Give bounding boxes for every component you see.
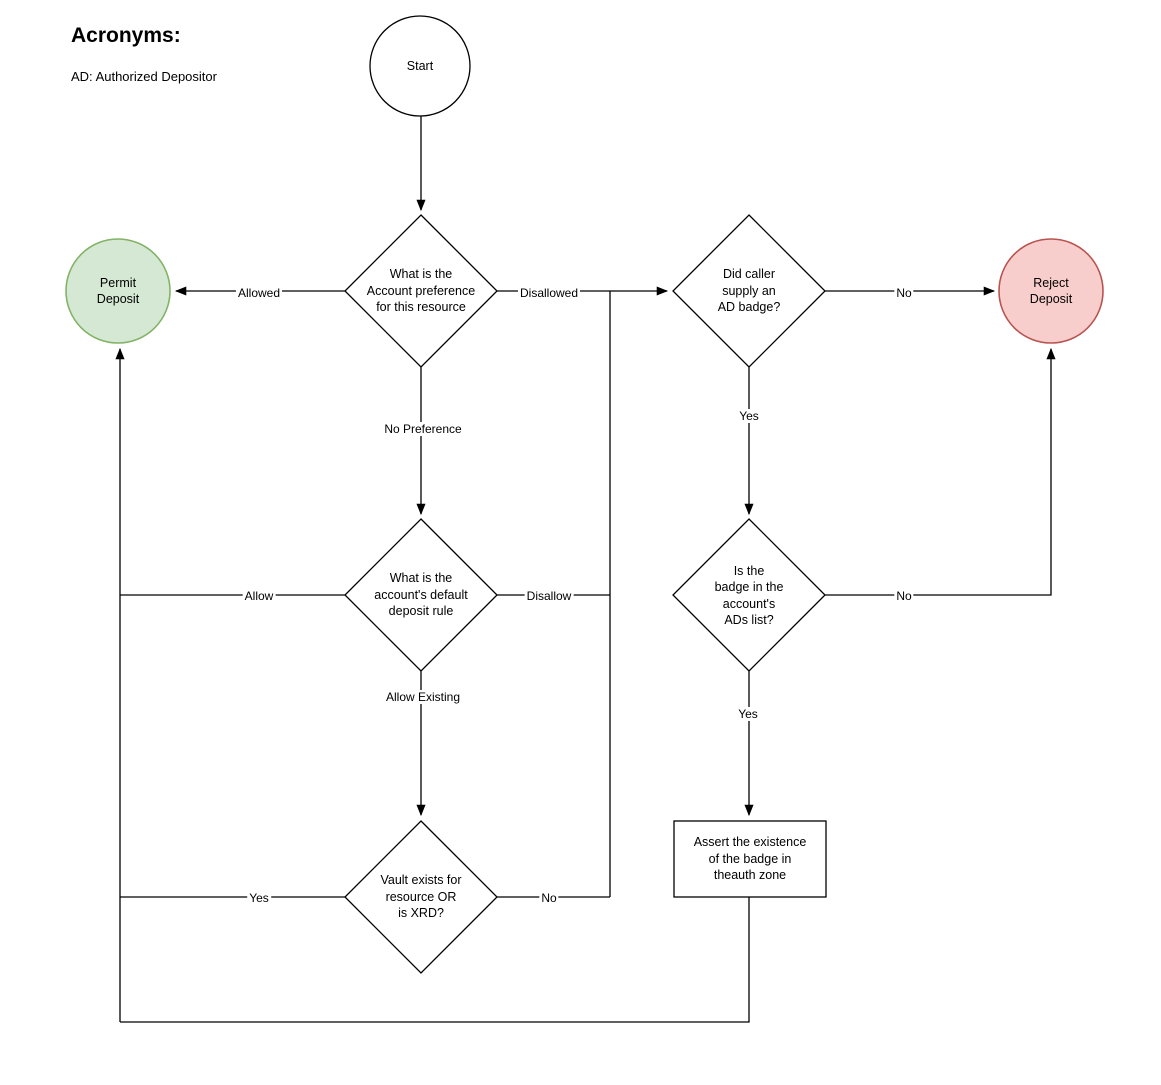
edge-ads-no xyxy=(825,347,1056,596)
permit-deposit-node xyxy=(65,238,171,344)
vault-decision-node xyxy=(344,820,498,974)
default-rule-decision-node xyxy=(344,518,498,672)
legend-title: Acronyms: xyxy=(71,24,181,47)
assert-process-node xyxy=(673,820,827,898)
start-node xyxy=(369,15,471,117)
preference-decision-node xyxy=(344,214,498,368)
reject-deposit-node xyxy=(998,238,1104,344)
ads-list-decision-node xyxy=(672,518,826,672)
legend-item-ad: AD: Authorized Depositor xyxy=(71,69,217,84)
ad-badge-decision-node xyxy=(672,214,826,368)
edge-assert-return xyxy=(120,897,750,1023)
